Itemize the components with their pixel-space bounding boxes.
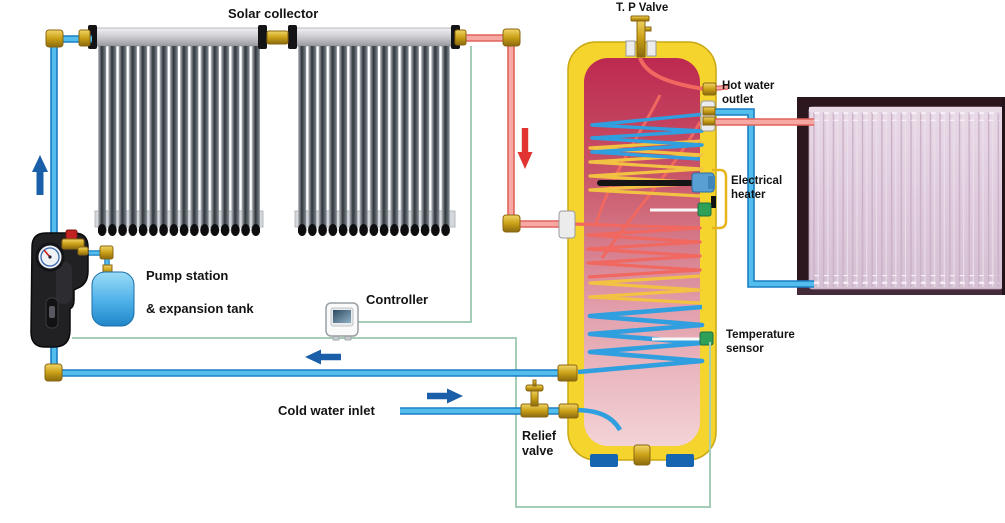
label-pump-station: Pump station xyxy=(146,268,229,283)
pipe-collector-supply xyxy=(50,35,92,235)
tank-foot xyxy=(666,454,694,467)
tp-valve-collar-left xyxy=(625,40,636,57)
coil-yellow-lower xyxy=(588,274,702,305)
tank-radiator-flange xyxy=(700,100,716,132)
relief-valve-stem xyxy=(530,389,539,407)
tank-return-fitting xyxy=(557,364,578,382)
header-end-cap xyxy=(258,25,267,49)
coil-blue-lower xyxy=(577,304,705,375)
heater-terminal-tip xyxy=(708,176,715,189)
solar-collector-panel-1 xyxy=(88,25,267,237)
expansion-tank xyxy=(91,264,135,327)
pump-body-detail xyxy=(56,262,72,304)
flow-arrow-right-icon xyxy=(427,388,463,404)
radiator-flange-nut xyxy=(702,106,716,116)
union-collector-left xyxy=(78,29,91,47)
collector-tube-tips xyxy=(298,224,450,237)
radiator-flange-nut xyxy=(702,116,716,126)
tp-valve-stem xyxy=(636,18,646,58)
pump-valve-assembly xyxy=(61,238,85,250)
temperature-sensor-cap xyxy=(699,331,714,346)
cold-inlet-diffuser xyxy=(573,407,622,432)
pump-station xyxy=(30,229,89,348)
expansion-tank-vessel xyxy=(91,271,135,327)
coil-red-solar xyxy=(573,222,702,279)
tp-valve xyxy=(625,15,657,58)
label-expansion-tank: & expansion tank xyxy=(146,301,254,316)
label-controller: Controller xyxy=(366,292,429,307)
pipe-solar-hot xyxy=(462,34,572,228)
radiator-photo xyxy=(797,97,1005,295)
collector-union-fitting xyxy=(266,30,289,45)
coil-blue-upper xyxy=(590,112,707,161)
label-hot-water-outlet: Hot water outlet xyxy=(722,80,775,106)
elbow-mid-right xyxy=(502,214,521,233)
radiator-ribs xyxy=(811,109,1001,287)
radiator-top-edge xyxy=(809,107,1003,112)
pump-red-cap xyxy=(65,229,78,240)
relief-valve xyxy=(520,379,549,418)
tank-drain-plug xyxy=(633,444,651,466)
controller-screen xyxy=(333,310,351,323)
collector-header xyxy=(95,27,261,47)
wire-to-collector-sensor xyxy=(354,46,472,323)
upper-sensor-cap xyxy=(697,202,712,217)
elbow-expansion xyxy=(99,245,114,260)
label-tp-valve: T. P Valve xyxy=(616,2,669,14)
collector-tubes xyxy=(97,46,261,226)
union-collector-right xyxy=(454,29,467,46)
elbow-top-right xyxy=(502,28,521,47)
flow-arrow-left-icon xyxy=(305,349,341,365)
tp-valve-nub xyxy=(644,26,652,32)
solar-collector-array xyxy=(88,25,460,237)
flow-arrows xyxy=(32,128,533,404)
solar-collector-panel-2 xyxy=(288,25,460,237)
elbow-bottom-left xyxy=(44,363,63,382)
relief-valve-pin xyxy=(532,379,537,387)
tank-cold-fitting xyxy=(558,403,579,419)
collector-header xyxy=(295,27,453,47)
tank-hot-inlet-flange xyxy=(558,210,576,239)
tank-foot xyxy=(590,454,618,467)
header-end-cap xyxy=(288,25,297,49)
elbow-top-left xyxy=(45,29,64,48)
label-electrical-heater: Electrical heater xyxy=(731,175,783,201)
wire-pump-to-tank-sensor xyxy=(72,337,711,508)
heater-mount-bracket xyxy=(712,168,728,230)
collector-tubes xyxy=(297,46,451,226)
storage-tank xyxy=(567,15,728,467)
tank-hot-pipe xyxy=(638,57,705,91)
collector-tube-tips xyxy=(98,224,260,237)
hot-outlet-fitting xyxy=(702,82,717,96)
pump-slot-inner xyxy=(49,306,55,318)
tp-valve-cap xyxy=(630,15,650,22)
radiator-top-vents xyxy=(813,112,999,121)
label-temperature-sensor: Temperature sensor xyxy=(726,329,795,355)
pump-outlet-fitting xyxy=(77,246,89,256)
heater-wiring-block xyxy=(711,196,716,208)
photo-right-edge xyxy=(1002,97,1005,295)
controller xyxy=(325,302,359,341)
tp-valve-collar-right xyxy=(646,40,657,57)
gauge-ring xyxy=(40,247,60,267)
label-cold-water-inlet: Cold water inlet xyxy=(278,403,375,418)
label-solar-collector: Solar collector xyxy=(228,6,319,21)
label-relief-valve: Relief valve xyxy=(522,429,557,458)
flow-arrow-up-icon xyxy=(32,155,48,195)
flow-arrow-down-icon xyxy=(517,128,533,169)
gauge-hub xyxy=(48,255,52,259)
radiator-bottom-vents xyxy=(813,275,999,284)
fittings xyxy=(44,28,717,419)
